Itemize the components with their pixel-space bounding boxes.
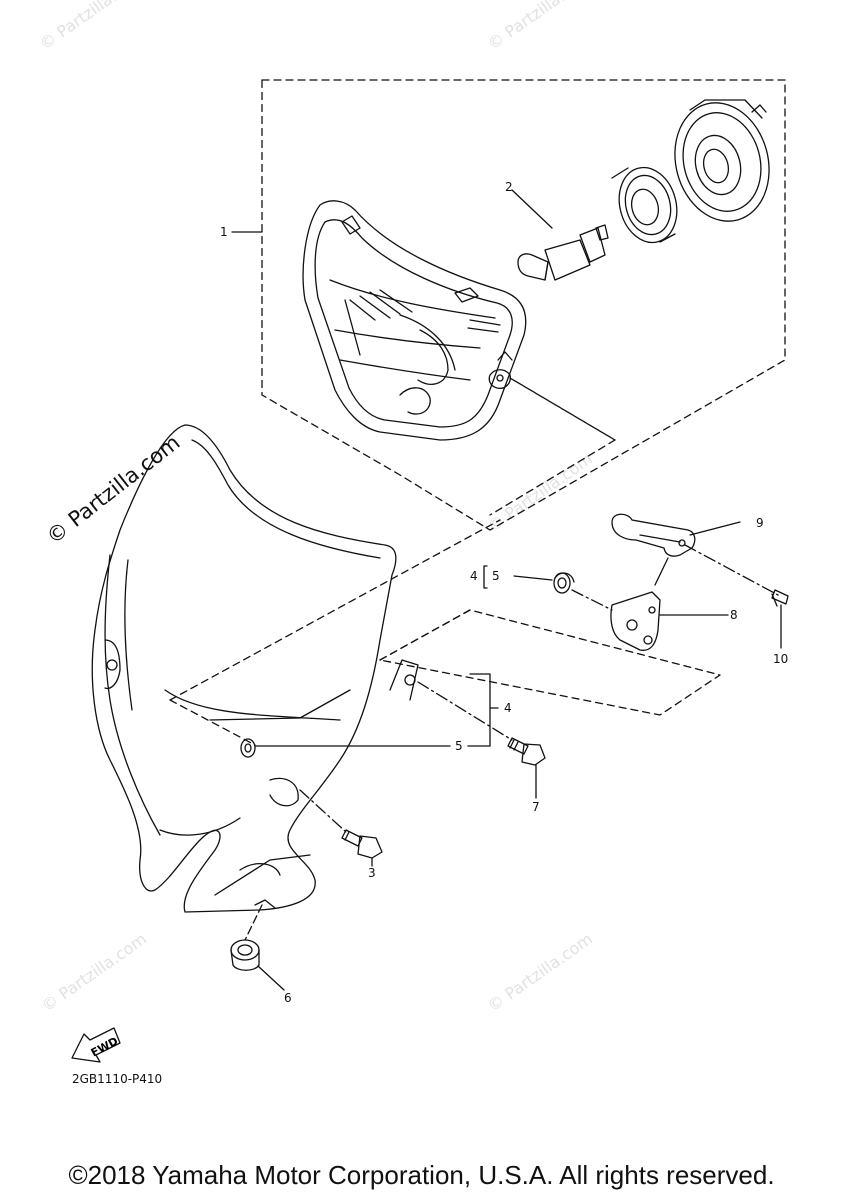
collar-5-cowl — [240, 738, 256, 758]
callout-4-lower: 4 — [504, 701, 512, 715]
callout-3: 3 — [368, 866, 376, 880]
callout-2: 2 — [505, 180, 513, 194]
bracket-boundary — [379, 609, 721, 716]
callout-7: 7 — [532, 800, 540, 814]
leader-9 — [689, 521, 741, 536]
bolt-7 — [507, 737, 546, 766]
projection-lines — [169, 519, 501, 746]
rear-cap — [674, 99, 770, 222]
grommet-6 — [230, 939, 260, 971]
collar-5-bracket — [553, 572, 575, 594]
callout-8: 8 — [730, 608, 738, 622]
fwd-arrow-icon — [71, 1027, 121, 1063]
callout-5-lower: 5 — [455, 739, 463, 753]
callout-6: 6 — [284, 991, 292, 1005]
callout-4-upper: 4 — [470, 569, 478, 583]
assembly-boundary — [261, 79, 786, 531]
bracket-8 — [610, 591, 661, 651]
callout-5-upper: 5 — [492, 569, 500, 583]
leader-5b — [513, 575, 553, 581]
headlight-unit — [302, 200, 527, 441]
copyright-footer: ©2018 Yamaha Motor Corporation, U.S.A. A… — [68, 1160, 775, 1190]
bracket-9 — [611, 513, 696, 557]
leader-knob — [509, 377, 616, 441]
bolt-3 — [341, 829, 383, 859]
leader-6 — [257, 965, 285, 991]
diagram-code: 2GB1110-P410 — [72, 1072, 163, 1086]
headlight-cowl — [91, 424, 419, 913]
bulb — [517, 224, 609, 281]
callout-10: 10 — [773, 652, 789, 666]
leader-2 — [511, 189, 553, 229]
callout-1: 1 — [220, 225, 228, 239]
callout-9: 9 — [756, 516, 764, 530]
bolt-10 — [771, 589, 789, 607]
bulb-seal — [611, 166, 678, 244]
